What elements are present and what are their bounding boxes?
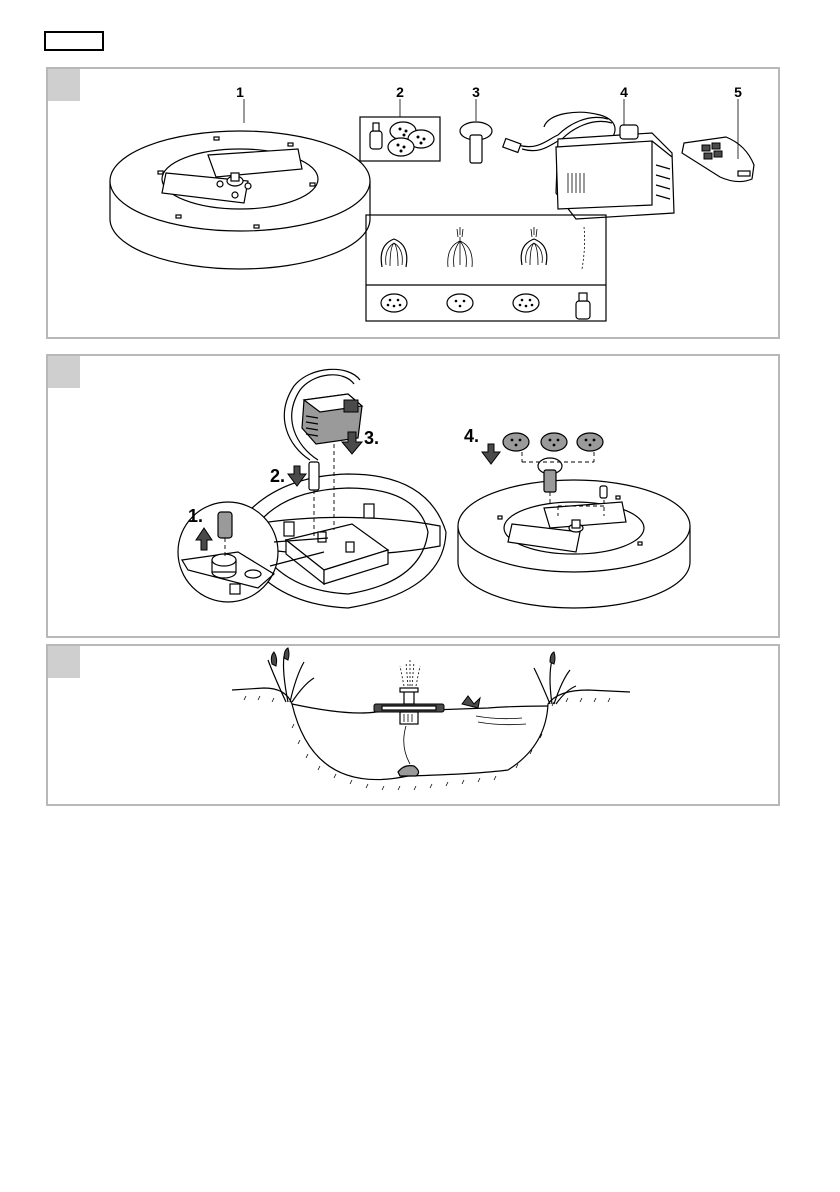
step-label-2: 2. — [270, 466, 285, 486]
panel-package-contents: 1 2 3 — [46, 67, 780, 339]
step-label-3: 3. — [364, 428, 379, 448]
pump — [503, 99, 674, 219]
telescopic-pipe — [460, 99, 492, 163]
floating-base — [110, 99, 370, 269]
reed-plant-right — [534, 652, 576, 704]
part-label-2: 2 — [396, 84, 404, 100]
step-arrow-4 — [482, 444, 500, 464]
language-box — [44, 31, 104, 51]
water-lily — [462, 696, 480, 708]
assembly-illustration: 3. 2. 1. — [48, 356, 778, 636]
step-label-1: 1. — [188, 506, 203, 526]
pump-with-hose — [284, 369, 362, 538]
step-label-4: 4. — [464, 426, 479, 446]
part-label-1: 1 — [236, 84, 244, 100]
floating-fountain — [374, 660, 444, 724]
remote-control — [682, 99, 754, 182]
pond-illustration — [48, 646, 778, 804]
contents-illustration: 1 2 3 — [48, 69, 778, 337]
reed-plant-left — [268, 648, 314, 702]
pond-cross-section — [232, 688, 630, 790]
panel-assembly: 3. 2. 1. — [46, 354, 780, 638]
step-arrow-2 — [288, 466, 306, 486]
nozzle-set — [360, 99, 440, 161]
part-label-4: 4 — [620, 84, 628, 100]
spray-pattern-table — [366, 215, 606, 321]
anchor-line — [398, 726, 419, 776]
panel-pond-placement — [46, 644, 780, 806]
part-label-5: 5 — [734, 84, 742, 100]
part-label-3: 3 — [472, 84, 480, 100]
